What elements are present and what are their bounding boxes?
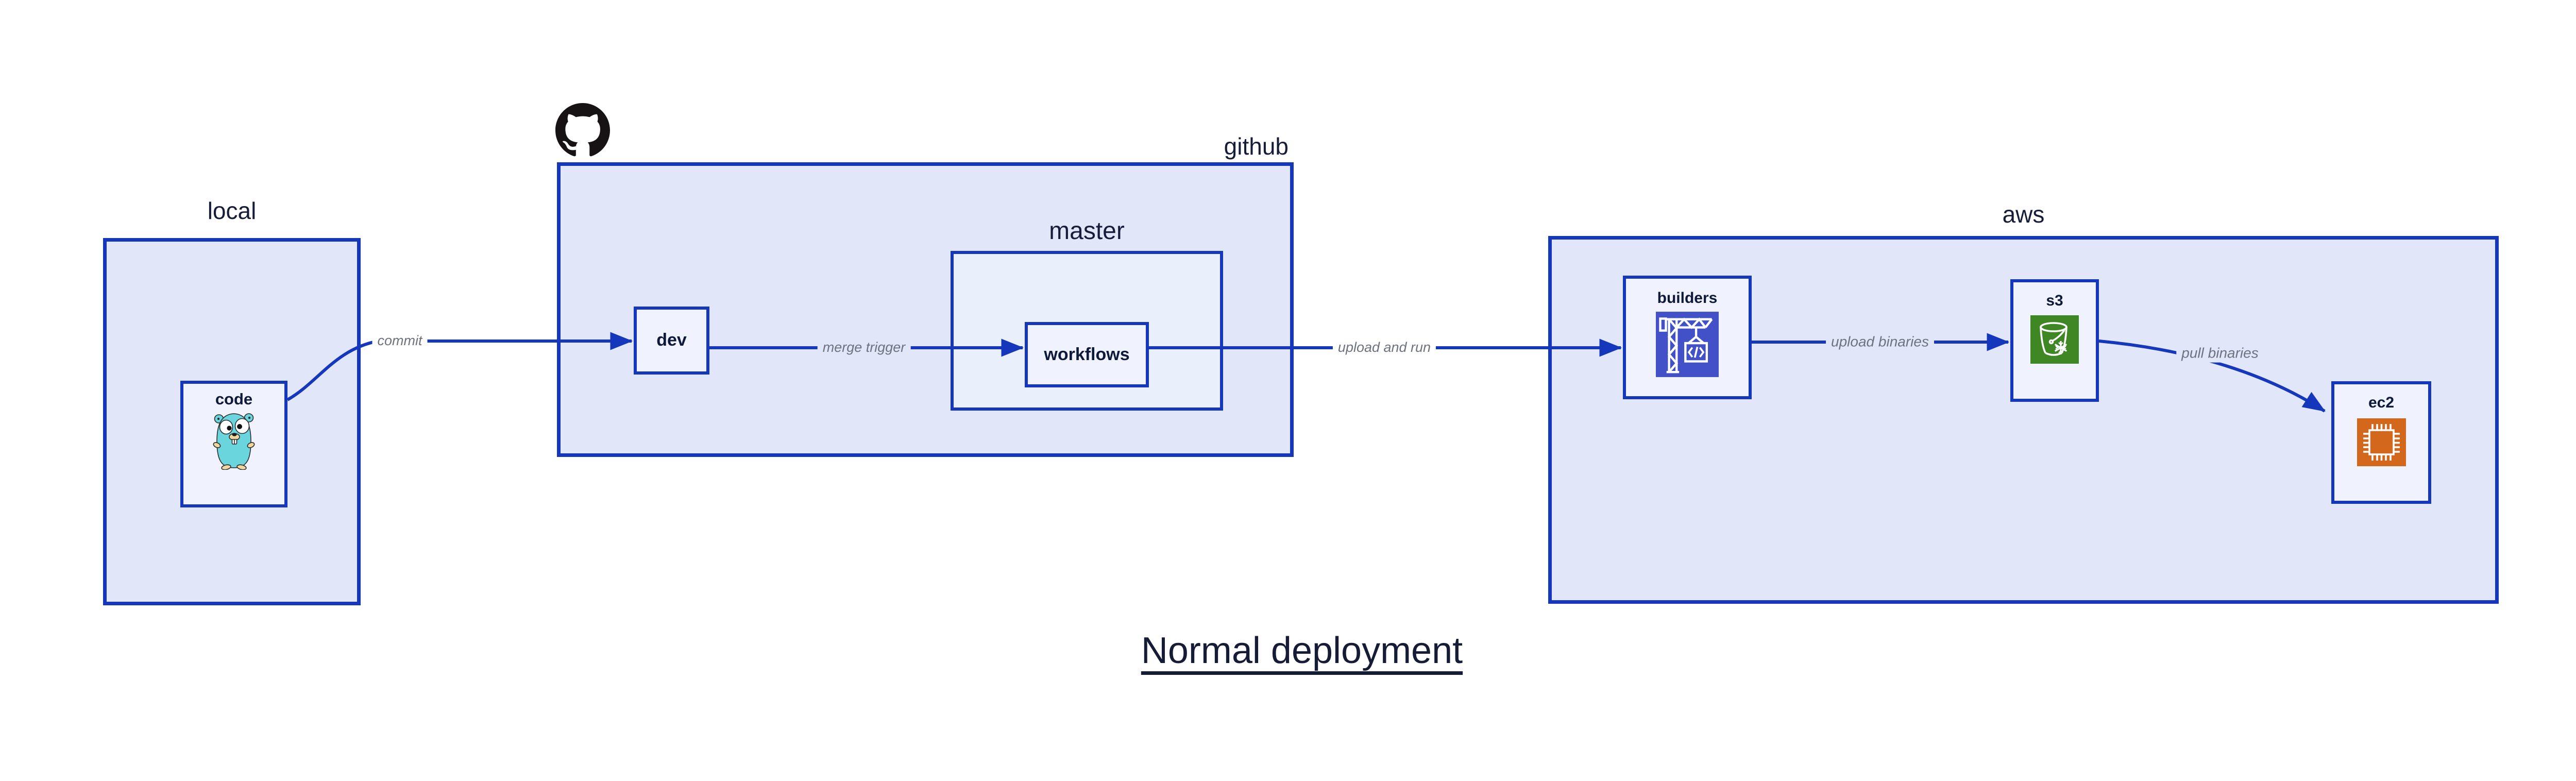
edge-label-commit: commit <box>372 332 428 350</box>
edge-label-upload-binaries: upload binaries <box>1826 333 1934 351</box>
codebuild-crane-icon <box>1656 311 1719 377</box>
group-label-master: master <box>1049 217 1125 245</box>
node-label-dev: dev <box>656 330 687 350</box>
ec2-chip-icon <box>2357 418 2406 466</box>
node-label-ec2: ec2 <box>2368 394 2395 411</box>
node-box-workflows: workflows <box>1025 322 1149 387</box>
edge-label-merge-trigger: merge trigger <box>817 339 911 356</box>
node-label-s3: s3 <box>2046 292 2063 309</box>
node-box-dev: dev <box>634 307 709 375</box>
node-box-ec2: ec2 <box>2331 381 2431 504</box>
node-box-builders: builders <box>1623 276 1752 399</box>
node-label-builders: builders <box>1657 290 1718 307</box>
edge-label-upload-and-run: upload and run <box>1332 339 1436 356</box>
github-octocat-icon <box>555 103 610 157</box>
diagram-title: Normal deployment <box>0 630 2576 672</box>
group-label-aws: aws <box>2002 201 2045 228</box>
edge-label-pull-binaries: pull binaries <box>2176 344 2264 363</box>
go-gopher-icon <box>213 413 255 470</box>
group-label-local: local <box>207 197 257 224</box>
node-box-code: code <box>180 381 287 507</box>
s3-bucket-icon <box>2030 315 2079 364</box>
node-label-code: code <box>215 390 253 408</box>
group-label-github: github <box>1224 133 1289 160</box>
node-label-workflows: workflows <box>1044 344 1130 364</box>
node-box-s3: s3 <box>2010 279 2099 402</box>
diagram-title-text: Normal deployment <box>1141 630 1463 671</box>
